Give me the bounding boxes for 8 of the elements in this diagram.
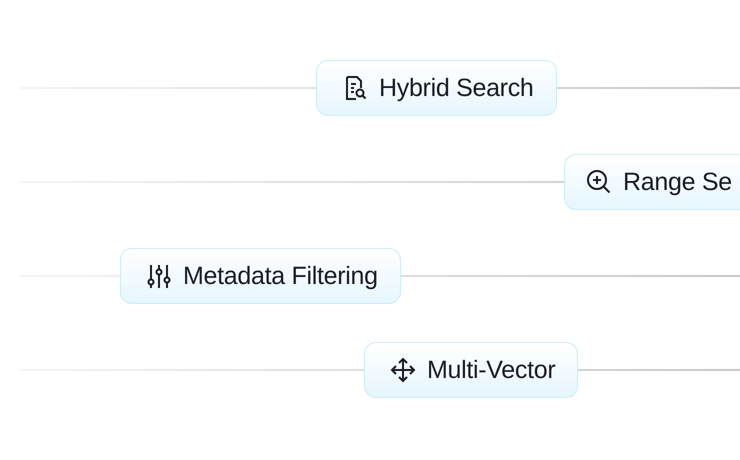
feature-pill [364, 342, 578, 398]
pill-label: Metadata Filtering [183, 262, 378, 290]
feature-pill [316, 60, 556, 116]
feature-pill [564, 154, 740, 210]
pill-label: Range Se [623, 168, 732, 196]
feature-pill [120, 248, 401, 304]
pill-label: Hybrid Search [379, 74, 534, 102]
pill-label: Multi-Vector [427, 356, 556, 384]
